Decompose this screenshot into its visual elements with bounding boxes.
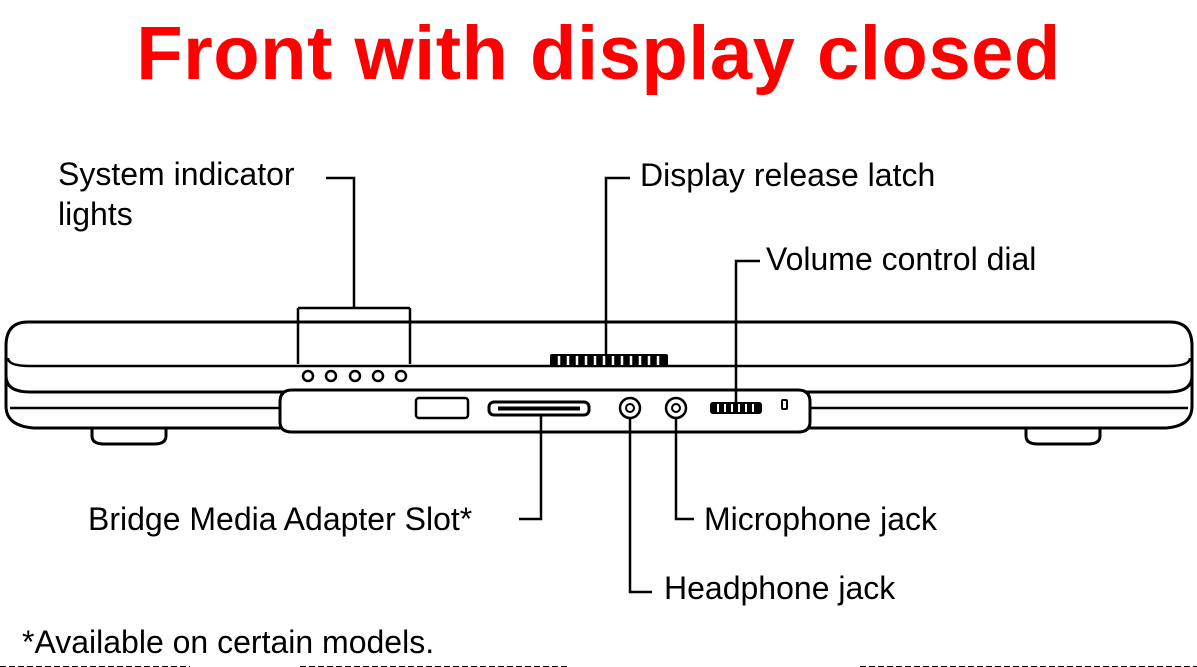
volume-dial (710, 402, 762, 414)
leader-headphone (630, 418, 652, 592)
display-latch (550, 354, 668, 367)
bridge-media-adapter-slot-label: Bridge Media Adapter Slot* (88, 499, 472, 539)
headphone-jack-port (620, 398, 640, 418)
volume-control-dial-label: Volume control dial (766, 239, 1036, 279)
footnote: *Available on certain models. (22, 622, 434, 662)
flat-button (416, 398, 468, 418)
system-indicator-lights-label: System indicator lights (58, 154, 328, 234)
small-indicator (782, 400, 787, 409)
display-release-latch-label: Display release latch (640, 155, 935, 195)
microphone-jack-port (666, 398, 686, 418)
headphone-jack-label: Headphone jack (664, 568, 895, 608)
microphone-jack-label: Microphone jack (704, 499, 937, 539)
bottom-edge-strip (0, 660, 1197, 667)
